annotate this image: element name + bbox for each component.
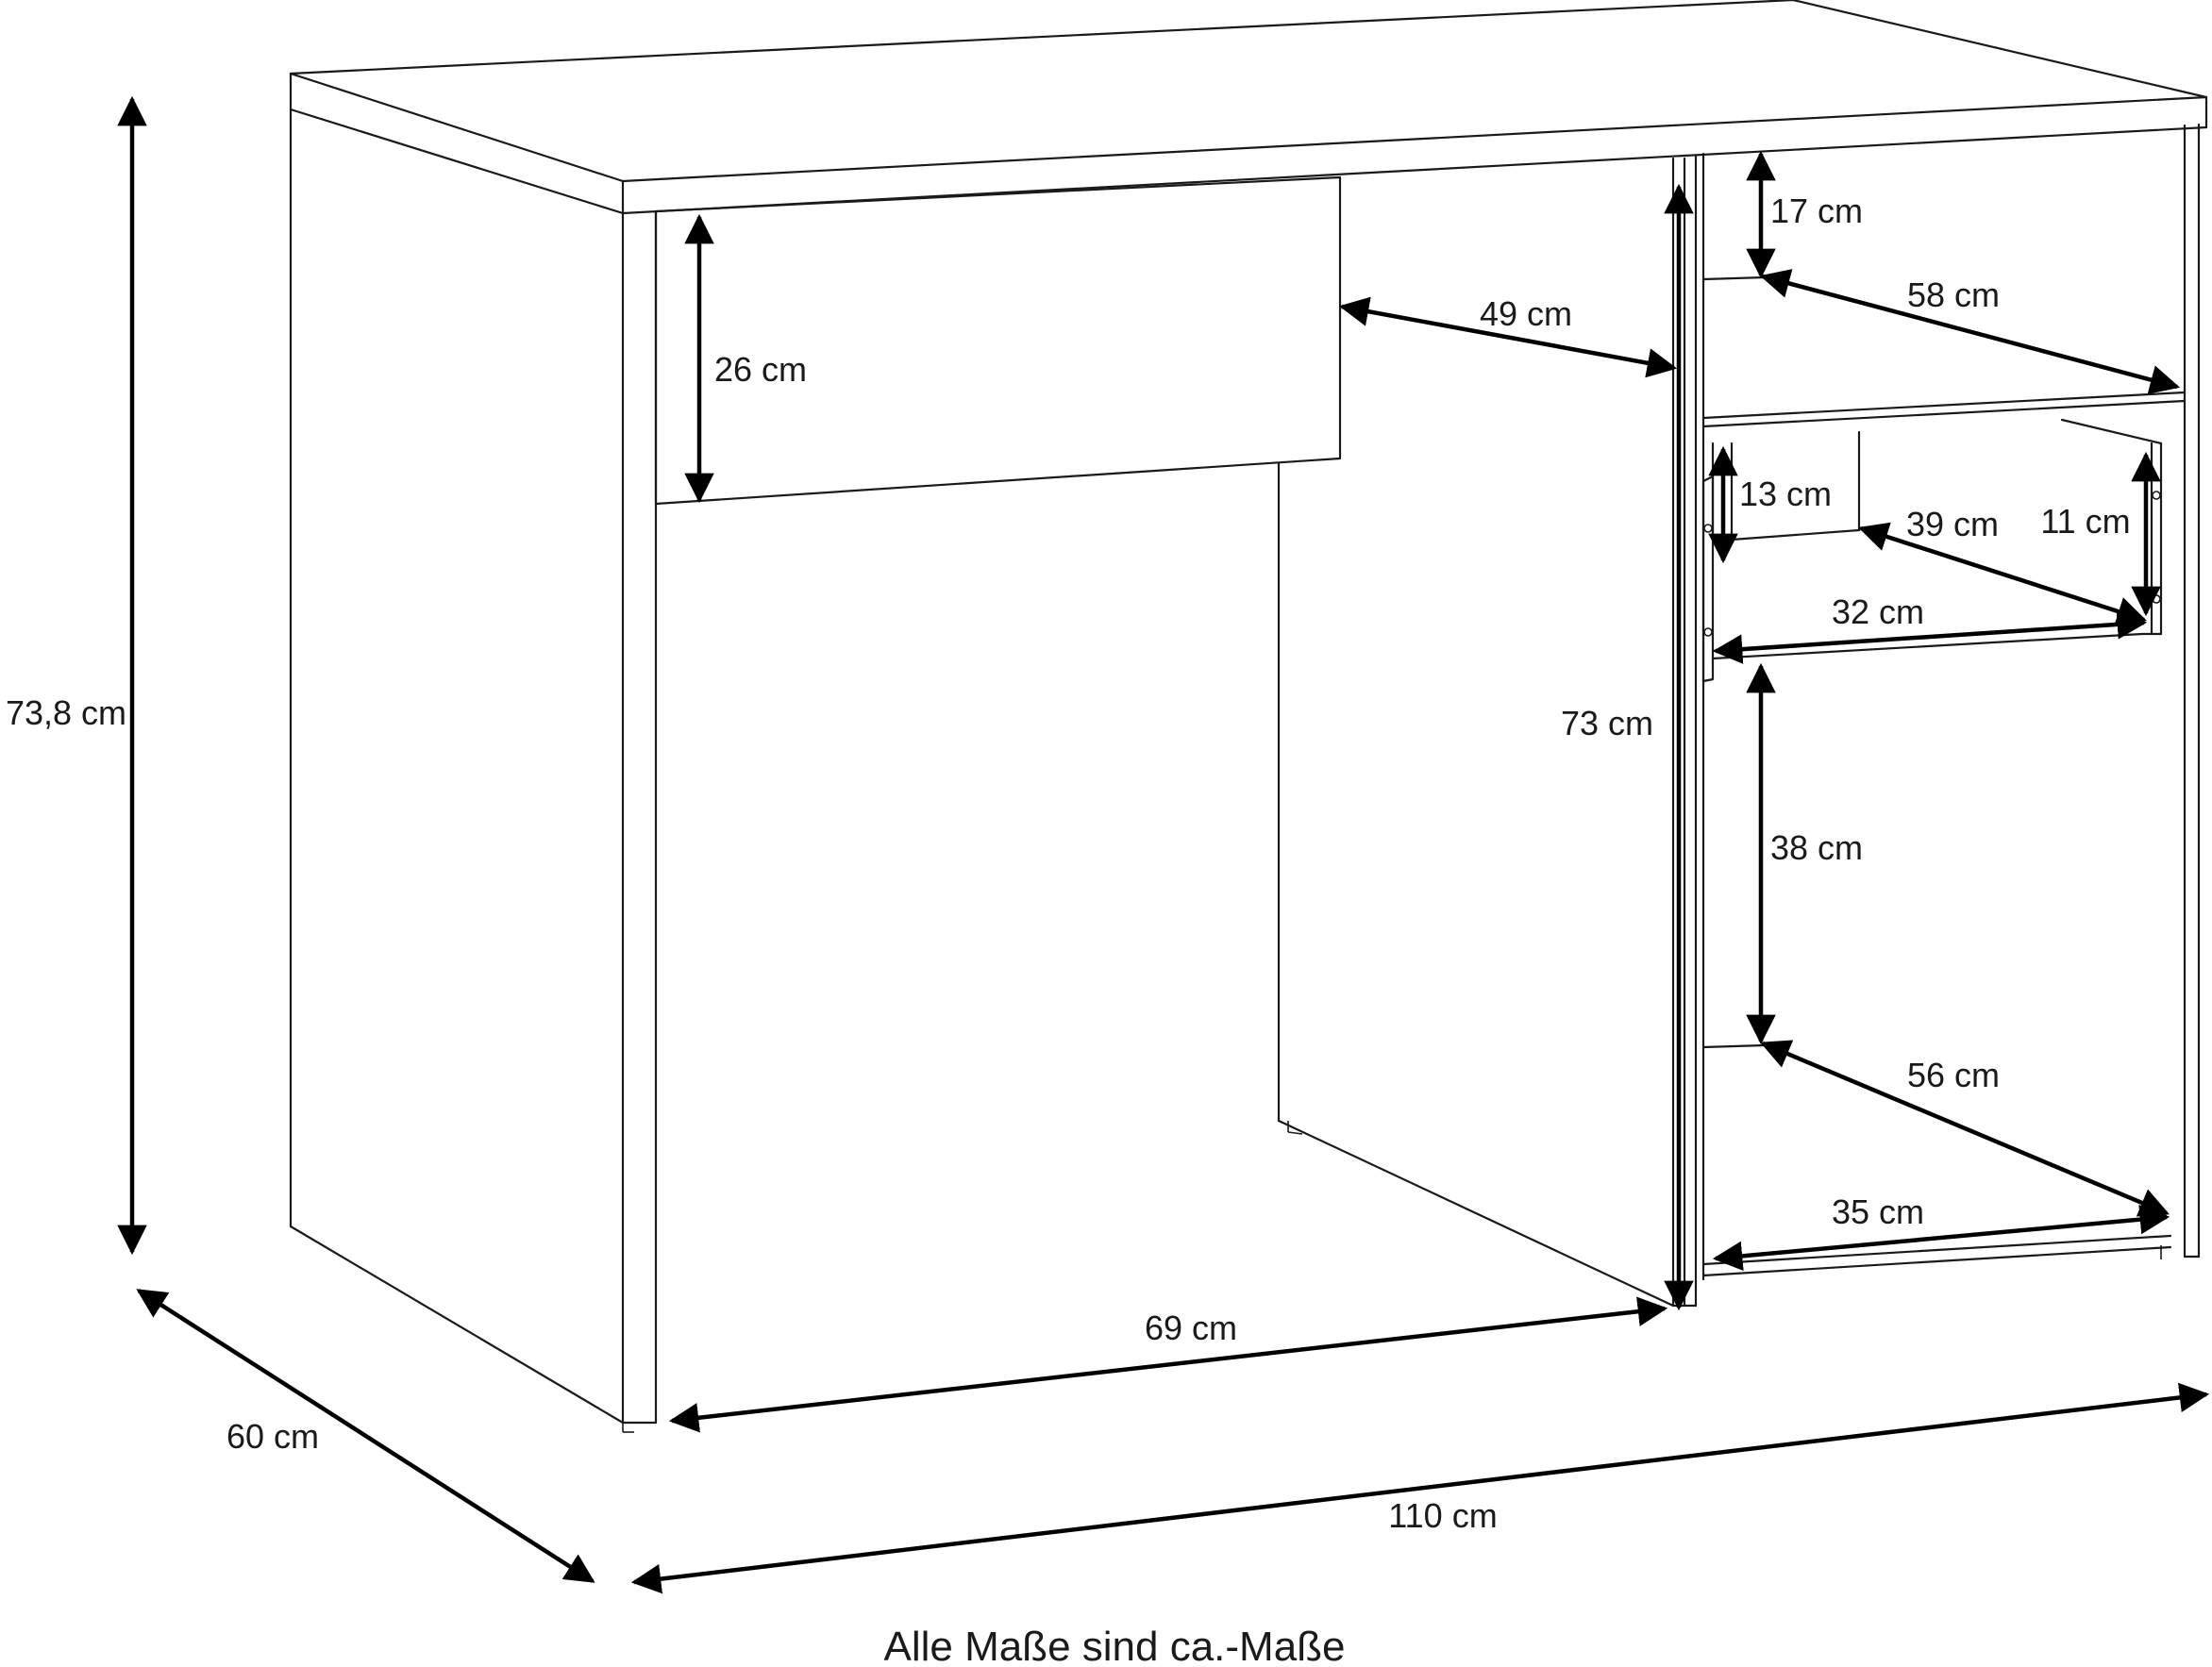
- label-top-shelf-depth: 58 cm: [1907, 275, 2000, 314]
- label-inner-height: 73 cm: [1561, 704, 1653, 742]
- dim-arrow-drawer2-depth: [1858, 522, 2147, 626]
- dim-arrow-lower-depth: [1760, 1040, 2170, 1217]
- label-drawer2-width: 32 cm: [1832, 592, 1924, 631]
- label-lower-width: 35 cm: [1832, 1192, 1924, 1231]
- footnote-approximate-dimensions: Alle Maße sind ca.-Maße: [883, 1624, 1345, 1667]
- dim-arrow-top-shelf-depth: [1759, 269, 2181, 394]
- dim-arrow-knee-depth: [1338, 296, 1678, 378]
- label-depth: 60 cm: [226, 1417, 319, 1456]
- dim-arrow-depth: [136, 1289, 595, 1583]
- label-knee-width: 69 cm: [1145, 1309, 1237, 1347]
- dim-arrow-lower-width: [1712, 1204, 2170, 1272]
- label-top-shelf-height: 17 cm: [1770, 192, 1863, 230]
- dim-arrow-knee-width: [668, 1296, 1668, 1433]
- dim-arrow-drawer2-width: [1712, 609, 2148, 664]
- dimension-labels: 73,8 cm 60 cm 110 cm 69 cm 73 cm 26 cm 4…: [6, 192, 2131, 1535]
- label-lower-height: 38 cm: [1770, 828, 1863, 867]
- label-drawer2-depth: 39 cm: [1906, 505, 1999, 543]
- label-lower-depth: 56 cm: [1907, 1056, 2000, 1094]
- label-height-total: 73,8 cm: [6, 693, 126, 732]
- dim-arrow-width-total: [630, 1382, 2210, 1594]
- label-width-total: 110 cm: [1388, 1496, 1497, 1535]
- label-drawer2-inner-height: 11 cm: [2040, 502, 2130, 541]
- label-drawer-height: 26 cm: [714, 350, 807, 389]
- label-knee-depth: 49 cm: [1480, 294, 1572, 333]
- label-drawer2-height: 13 cm: [1739, 475, 1832, 513]
- dimension-arrows: [117, 95, 2210, 1594]
